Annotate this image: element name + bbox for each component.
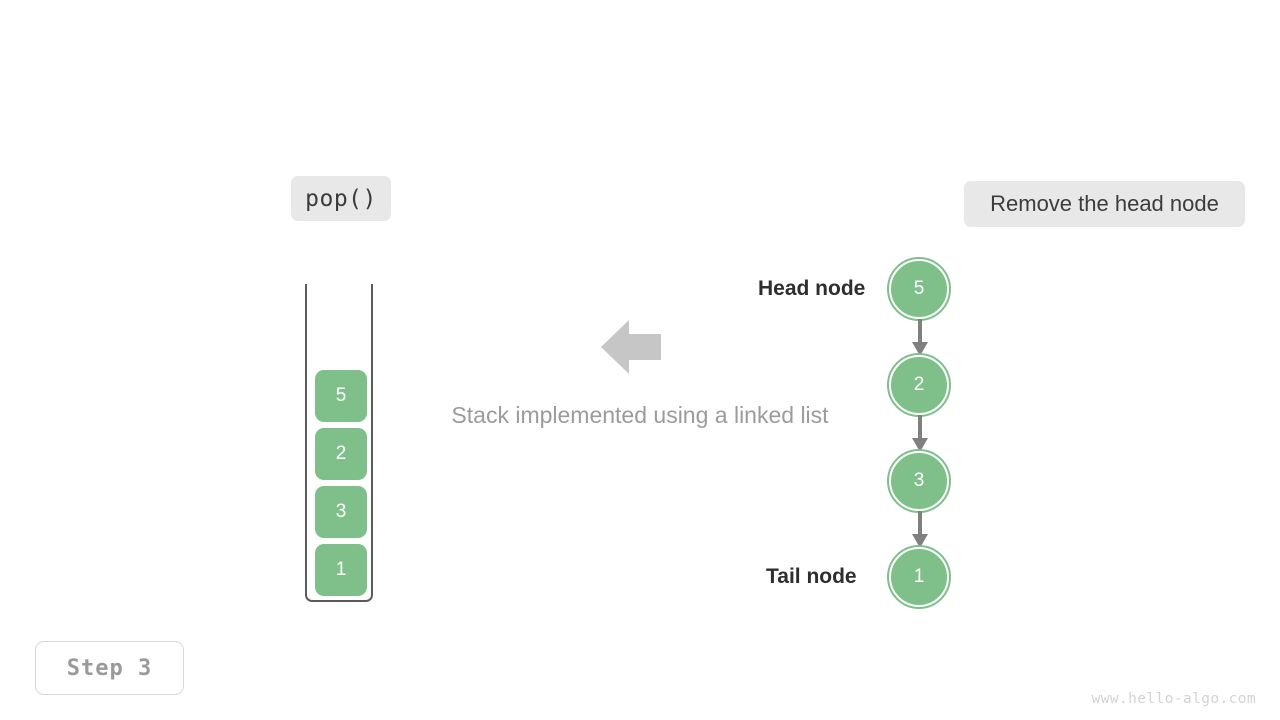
linked-list-node: 3	[887, 449, 951, 513]
linked-list-node: 1	[887, 545, 951, 609]
stack-container: 5 2 3 1	[305, 284, 373, 602]
stack-cell-list: 5 2 3 1	[307, 370, 375, 596]
stack-cell: 1	[315, 544, 367, 596]
caption-text: Stack implemented using a linked list	[451, 402, 829, 428]
arrow-down-icon	[912, 511, 928, 548]
stack-cell: 5	[315, 370, 367, 422]
linked-list-node: 5	[887, 257, 951, 321]
step-indicator: Step 3	[35, 641, 184, 695]
action-description-badge: Remove the head node	[964, 181, 1245, 227]
tail-node-label: Tail node	[766, 565, 857, 588]
arrow-left-icon	[601, 320, 661, 374]
linked-list-node: 2	[887, 353, 951, 417]
stack-cell: 2	[315, 428, 367, 480]
caption: Stack implemented using a linked list	[0, 402, 1280, 429]
watermark: www.hello-algo.com	[1091, 691, 1256, 707]
linked-list-diagram: 5 2 3 1	[887, 257, 951, 609]
arrow-down-icon	[912, 319, 928, 356]
operation-badge: pop()	[291, 176, 391, 221]
head-node-label: Head node	[758, 277, 866, 300]
stack-cell: 3	[315, 486, 367, 538]
arrow-down-icon	[912, 415, 928, 452]
